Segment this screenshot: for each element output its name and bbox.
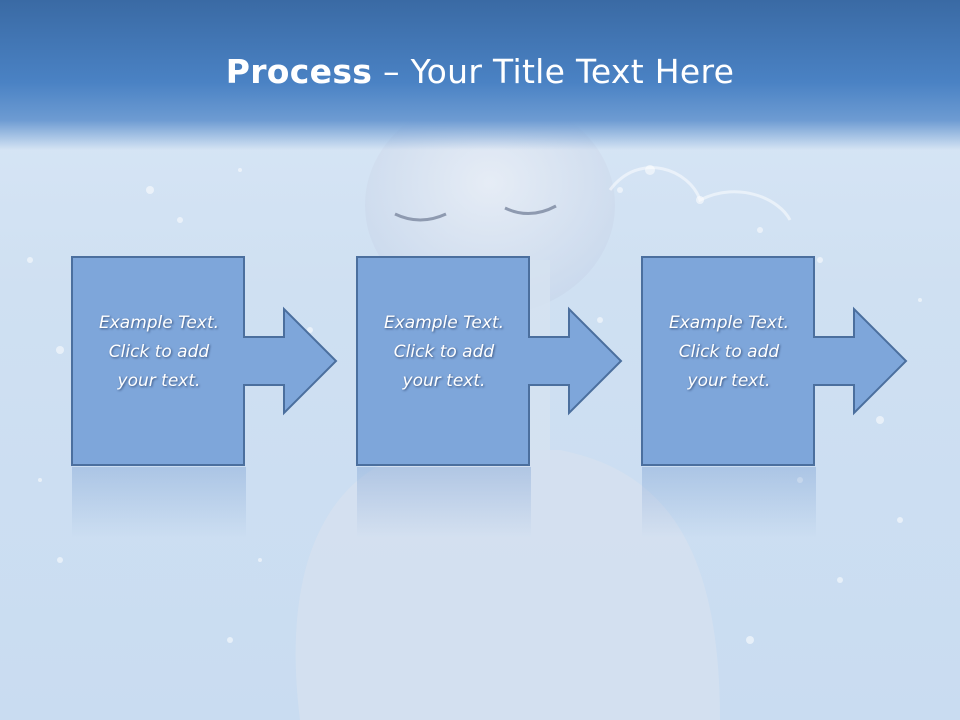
title-bar	[0, 0, 960, 150]
step-text: Example Text. Click to add your text.	[357, 309, 531, 396]
slide-title[interactable]: Process – Your Title Text Here	[0, 52, 960, 91]
step-reflection	[357, 467, 531, 537]
title-rest: – Your Title Text Here	[372, 52, 735, 91]
process-step-1[interactable]: Example Text. Click to add your text.	[71, 256, 342, 537]
step-line: Click to add	[393, 342, 495, 362]
step-line: Click to add	[108, 342, 210, 362]
step-line: Example Text.	[383, 313, 505, 333]
step-reflection	[642, 467, 816, 537]
step-line: Click to add	[678, 342, 780, 362]
step-line: your text.	[687, 371, 771, 391]
arrow-right-icon	[356, 256, 623, 466]
step-line: your text.	[117, 371, 201, 391]
step-text: Example Text. Click to add your text.	[72, 309, 246, 396]
arrow-right-icon	[641, 256, 908, 466]
step-line: Example Text.	[668, 313, 790, 333]
process-step-2[interactable]: Example Text. Click to add your text.	[356, 256, 627, 537]
step-line: Example Text.	[98, 313, 220, 333]
process-step-3[interactable]: Example Text. Click to add your text.	[641, 256, 912, 537]
arrow-right-icon	[71, 256, 338, 466]
step-line: your text.	[402, 371, 486, 391]
step-text: Example Text. Click to add your text.	[642, 309, 816, 396]
title-bold: Process	[225, 52, 373, 91]
step-reflection	[72, 467, 246, 537]
